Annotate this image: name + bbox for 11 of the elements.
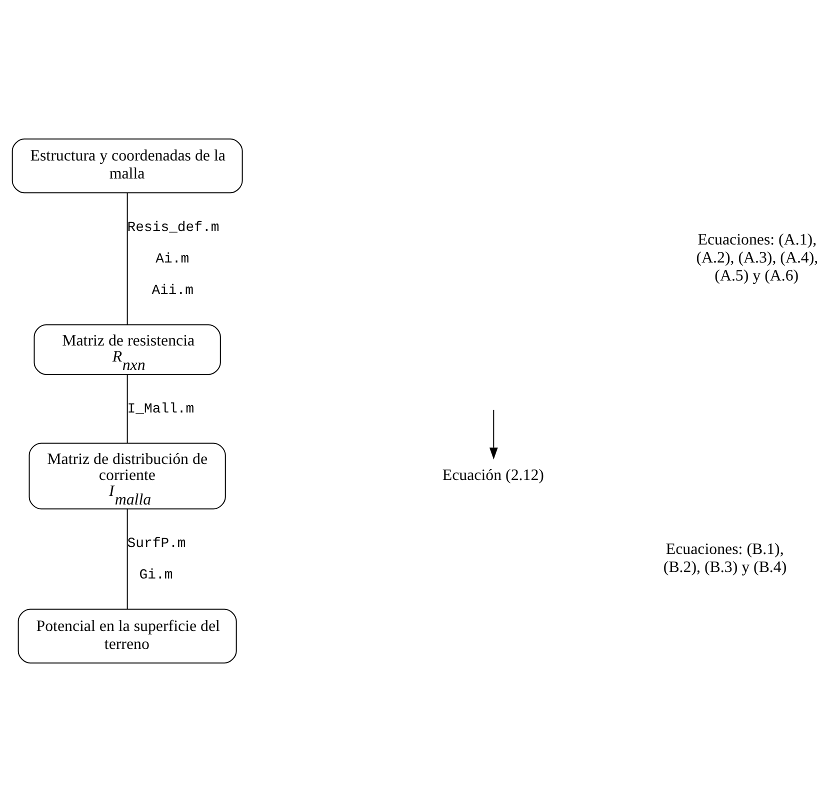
connector bbox=[126, 192, 128, 325]
node-box: Potencial en la superficie del terreno bbox=[18, 608, 237, 664]
connector bbox=[126, 374, 128, 444]
edge-label: Resis_def.m Ai.m Aii.m bbox=[127, 219, 220, 299]
node-box: Estructura y coordenadas de la malla bbox=[12, 138, 243, 193]
label: Ecuaciones: (A.1), (A.2), (A.3), (A.4), (A.5) y (A.6) bbox=[696, 231, 818, 284]
edge-label: I_Mall.m bbox=[127, 401, 194, 418]
connector bbox=[126, 508, 128, 610]
arrow bbox=[489, 408, 498, 460]
node-text: Ecuación (2.12) bbox=[442, 466, 544, 484]
label: Ecuaciones: (B.1), (B.2), (B.3) y (B.4) bbox=[663, 540, 787, 576]
